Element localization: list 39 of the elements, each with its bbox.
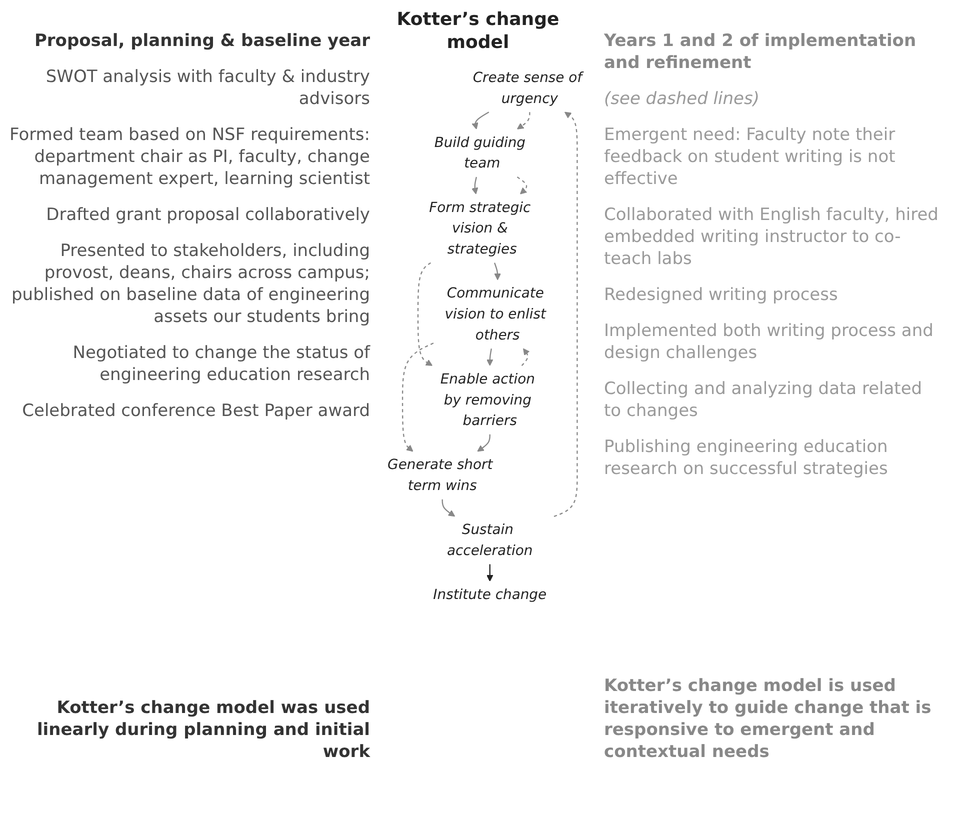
node-text: Institute change [433, 586, 547, 603]
node-text: Build guiding team [434, 134, 526, 172]
node-text: Enable action by removing barriers [440, 371, 535, 429]
arrow [486, 348, 494, 366]
note-text: (see dashed lines) [604, 88, 760, 110]
node-text: Create sense of urgency [472, 70, 582, 107]
arrow [472, 112, 490, 130]
arrow [477, 434, 490, 452]
description-text: Emergent need: Faculty note their feedback on student writing is not effective [604, 124, 896, 190]
description-text: Publishing engineering education research on successful strategies [604, 436, 889, 480]
node-text: Form strategic vision & strategies [429, 199, 531, 258]
section-heading: Years 1 and 2 of implementation and refinement [604, 30, 918, 74]
section-heading: Proposal, planning & baseline year [33, 30, 370, 52]
section-heading: Kotter’s change model is used iteratively to guide change that is responsive to emergent and contextual needs [604, 675, 932, 763]
node-text: Generate short term wins [388, 456, 493, 494]
description-text: Collaborated with English faculty, hired embedded writing instructor to co-teach labs [604, 204, 940, 270]
section-heading: Kotter’s change model was used linearly during planning and initial work [36, 697, 370, 763]
description-text: Presented to stakeholders, including provost, deans, chairs across campus; published on baseline data of engineering assets our students bring [10, 240, 370, 328]
description-text: Implemented both writing process and design challenges [604, 320, 934, 364]
description-text: Collecting and analyzing data related to changes [604, 378, 924, 422]
arrow [516, 176, 528, 194]
description-text: Celebrated conference Best Paper award [21, 400, 370, 422]
arrow [516, 112, 530, 130]
arrow [554, 112, 578, 517]
arrow [402, 342, 434, 452]
arrow [486, 564, 494, 582]
arrow [472, 176, 478, 194]
description-text: Negotiated to change the status of engineering education research [72, 342, 370, 386]
description-text: Drafted grant proposal collaboratively [45, 204, 370, 226]
description-text: Redesigned writing process [604, 284, 839, 306]
arrow [442, 499, 456, 517]
description-text: SWOT analysis with faculty & industry advisors [44, 66, 370, 110]
node-text: Sustain acceleration [447, 522, 533, 559]
arrow [494, 262, 501, 280]
diagram-title: Kotter’s change model [396, 8, 560, 54]
description-text: Formed team based on NSF requirements: department chair as PI, faculty, change management expert, learning scientist [8, 124, 370, 190]
arrow [521, 348, 530, 366]
arrow [417, 262, 433, 366]
node-text: Communicate vision to enlist others [444, 285, 546, 344]
